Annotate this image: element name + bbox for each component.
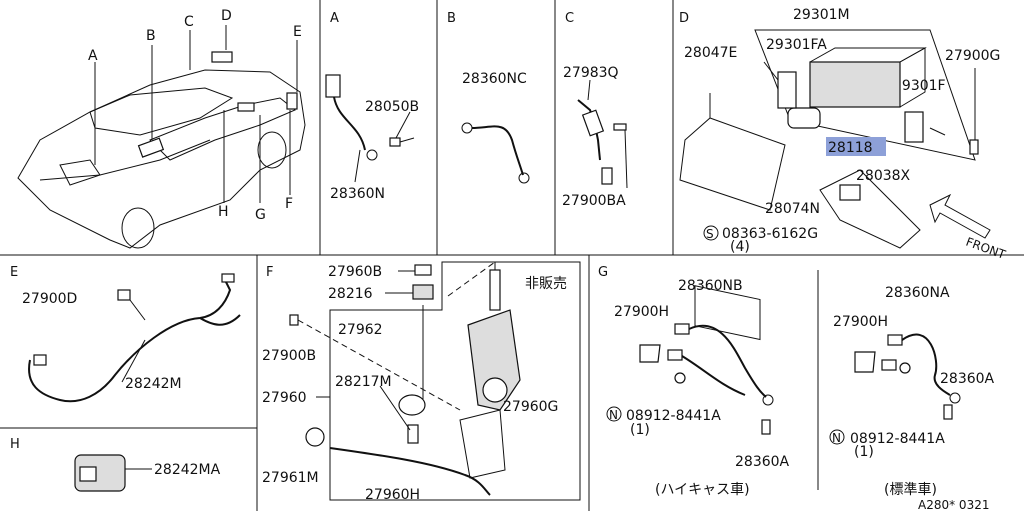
section-g-standard: 28360NA 27900H 28360A N 08912-8441A (1) …	[829, 285, 995, 498]
label-28360nc: 28360NC	[462, 71, 527, 87]
label-28360a: 28360A	[735, 454, 790, 470]
label-28360nb: 28360NB	[678, 278, 743, 294]
label-28216: 28216	[328, 286, 373, 302]
label-27900b: 27900B	[262, 348, 316, 364]
diagram-code: A280* 0321	[918, 498, 989, 511]
section-label-g: G	[598, 265, 608, 280]
label-qty-1-std: (1)	[854, 444, 874, 460]
label-28242m: 28242M	[125, 376, 182, 392]
section-label-e: E	[10, 265, 18, 280]
label-28360a-std: 28360A	[940, 371, 995, 387]
label-27900g: 27900G	[945, 48, 1000, 64]
car-label-f: F	[285, 196, 293, 212]
label-27961m: 27961M	[262, 470, 319, 486]
label-qty-1: (1)	[630, 422, 650, 438]
label-27960: 27960	[262, 390, 307, 406]
label-28242ma: 28242MA	[154, 462, 221, 478]
label-28047e: 28047E	[684, 45, 737, 61]
nut-symbol-n: N	[609, 408, 618, 422]
label-28360n: 28360N	[330, 186, 385, 202]
section-c: C 27983Q 27900BA	[562, 11, 628, 209]
section-label-f: F	[266, 265, 273, 280]
section-f: F 27960B 28216 非販売 27962 27900B 28217M 2…	[262, 261, 581, 503]
section-e: E 27900D 28242M	[10, 265, 241, 403]
label-28074n: 28074N	[765, 201, 820, 217]
label-hihanbai: 非販売	[525, 276, 567, 292]
label-front: FRONT	[964, 235, 1008, 262]
section-b: B 28360NC	[447, 11, 530, 184]
label-qty-4: (4)	[730, 239, 750, 255]
label-28217m: 28217M	[335, 374, 392, 390]
car-label-d: D	[221, 8, 232, 24]
car-label-e: E	[293, 24, 302, 40]
car-label-c: C	[184, 14, 194, 30]
label-27983q: 27983Q	[563, 65, 619, 81]
label-27900ba: 27900BA	[562, 193, 626, 209]
label-29301m: 29301M	[793, 7, 850, 23]
label-28118: 28118	[828, 140, 873, 156]
label-27900d: 27900D	[22, 291, 77, 307]
section-g: G 28360NB 27900H N 08912-8441A (1) 28360…	[598, 265, 790, 498]
label-27960g: 27960G	[503, 399, 558, 415]
section-label-h: H	[10, 437, 20, 452]
section-h: H 28242MA	[10, 437, 221, 492]
section-label-b: B	[447, 11, 456, 26]
label-27900h: 27900H	[614, 304, 669, 320]
label-28360na: 28360NA	[885, 285, 950, 301]
label-standard: (標準車)	[884, 481, 937, 498]
label-hicas: (ハイキャス車)	[655, 481, 750, 498]
car-label-a: A	[88, 48, 98, 64]
label-08912-8441a-std: 08912-8441A	[850, 431, 945, 447]
label-08912-8441a: 08912-8441A	[626, 408, 721, 424]
label-28050b: 28050B	[365, 99, 419, 115]
car-label-h: H	[218, 204, 229, 220]
label-29301fa: 29301FA	[766, 37, 827, 53]
label-29301f: 29301F	[893, 78, 946, 94]
car-overview: A B C D E H G F	[17, 8, 306, 249]
car-label-b: B	[146, 28, 156, 44]
bolt-symbol-s: S	[706, 227, 714, 241]
highlight-28118	[826, 137, 886, 156]
section-label-a: A	[330, 11, 339, 26]
label-27960b: 27960B	[328, 264, 382, 280]
label-27960h: 27960H	[365, 487, 420, 503]
label-08363-6162g: 08363-6162G	[722, 226, 818, 242]
label-27900h-std: 27900H	[833, 314, 888, 330]
label-27962: 27962	[338, 322, 383, 338]
nut-symbol-n-std: N	[832, 431, 841, 445]
section-a: A 28050B 28360N	[325, 11, 419, 202]
label-28038x: 28038X	[856, 168, 911, 184]
section-label-c: C	[565, 11, 574, 26]
section-label-d: D	[679, 11, 689, 26]
car-label-g: G	[255, 207, 266, 223]
